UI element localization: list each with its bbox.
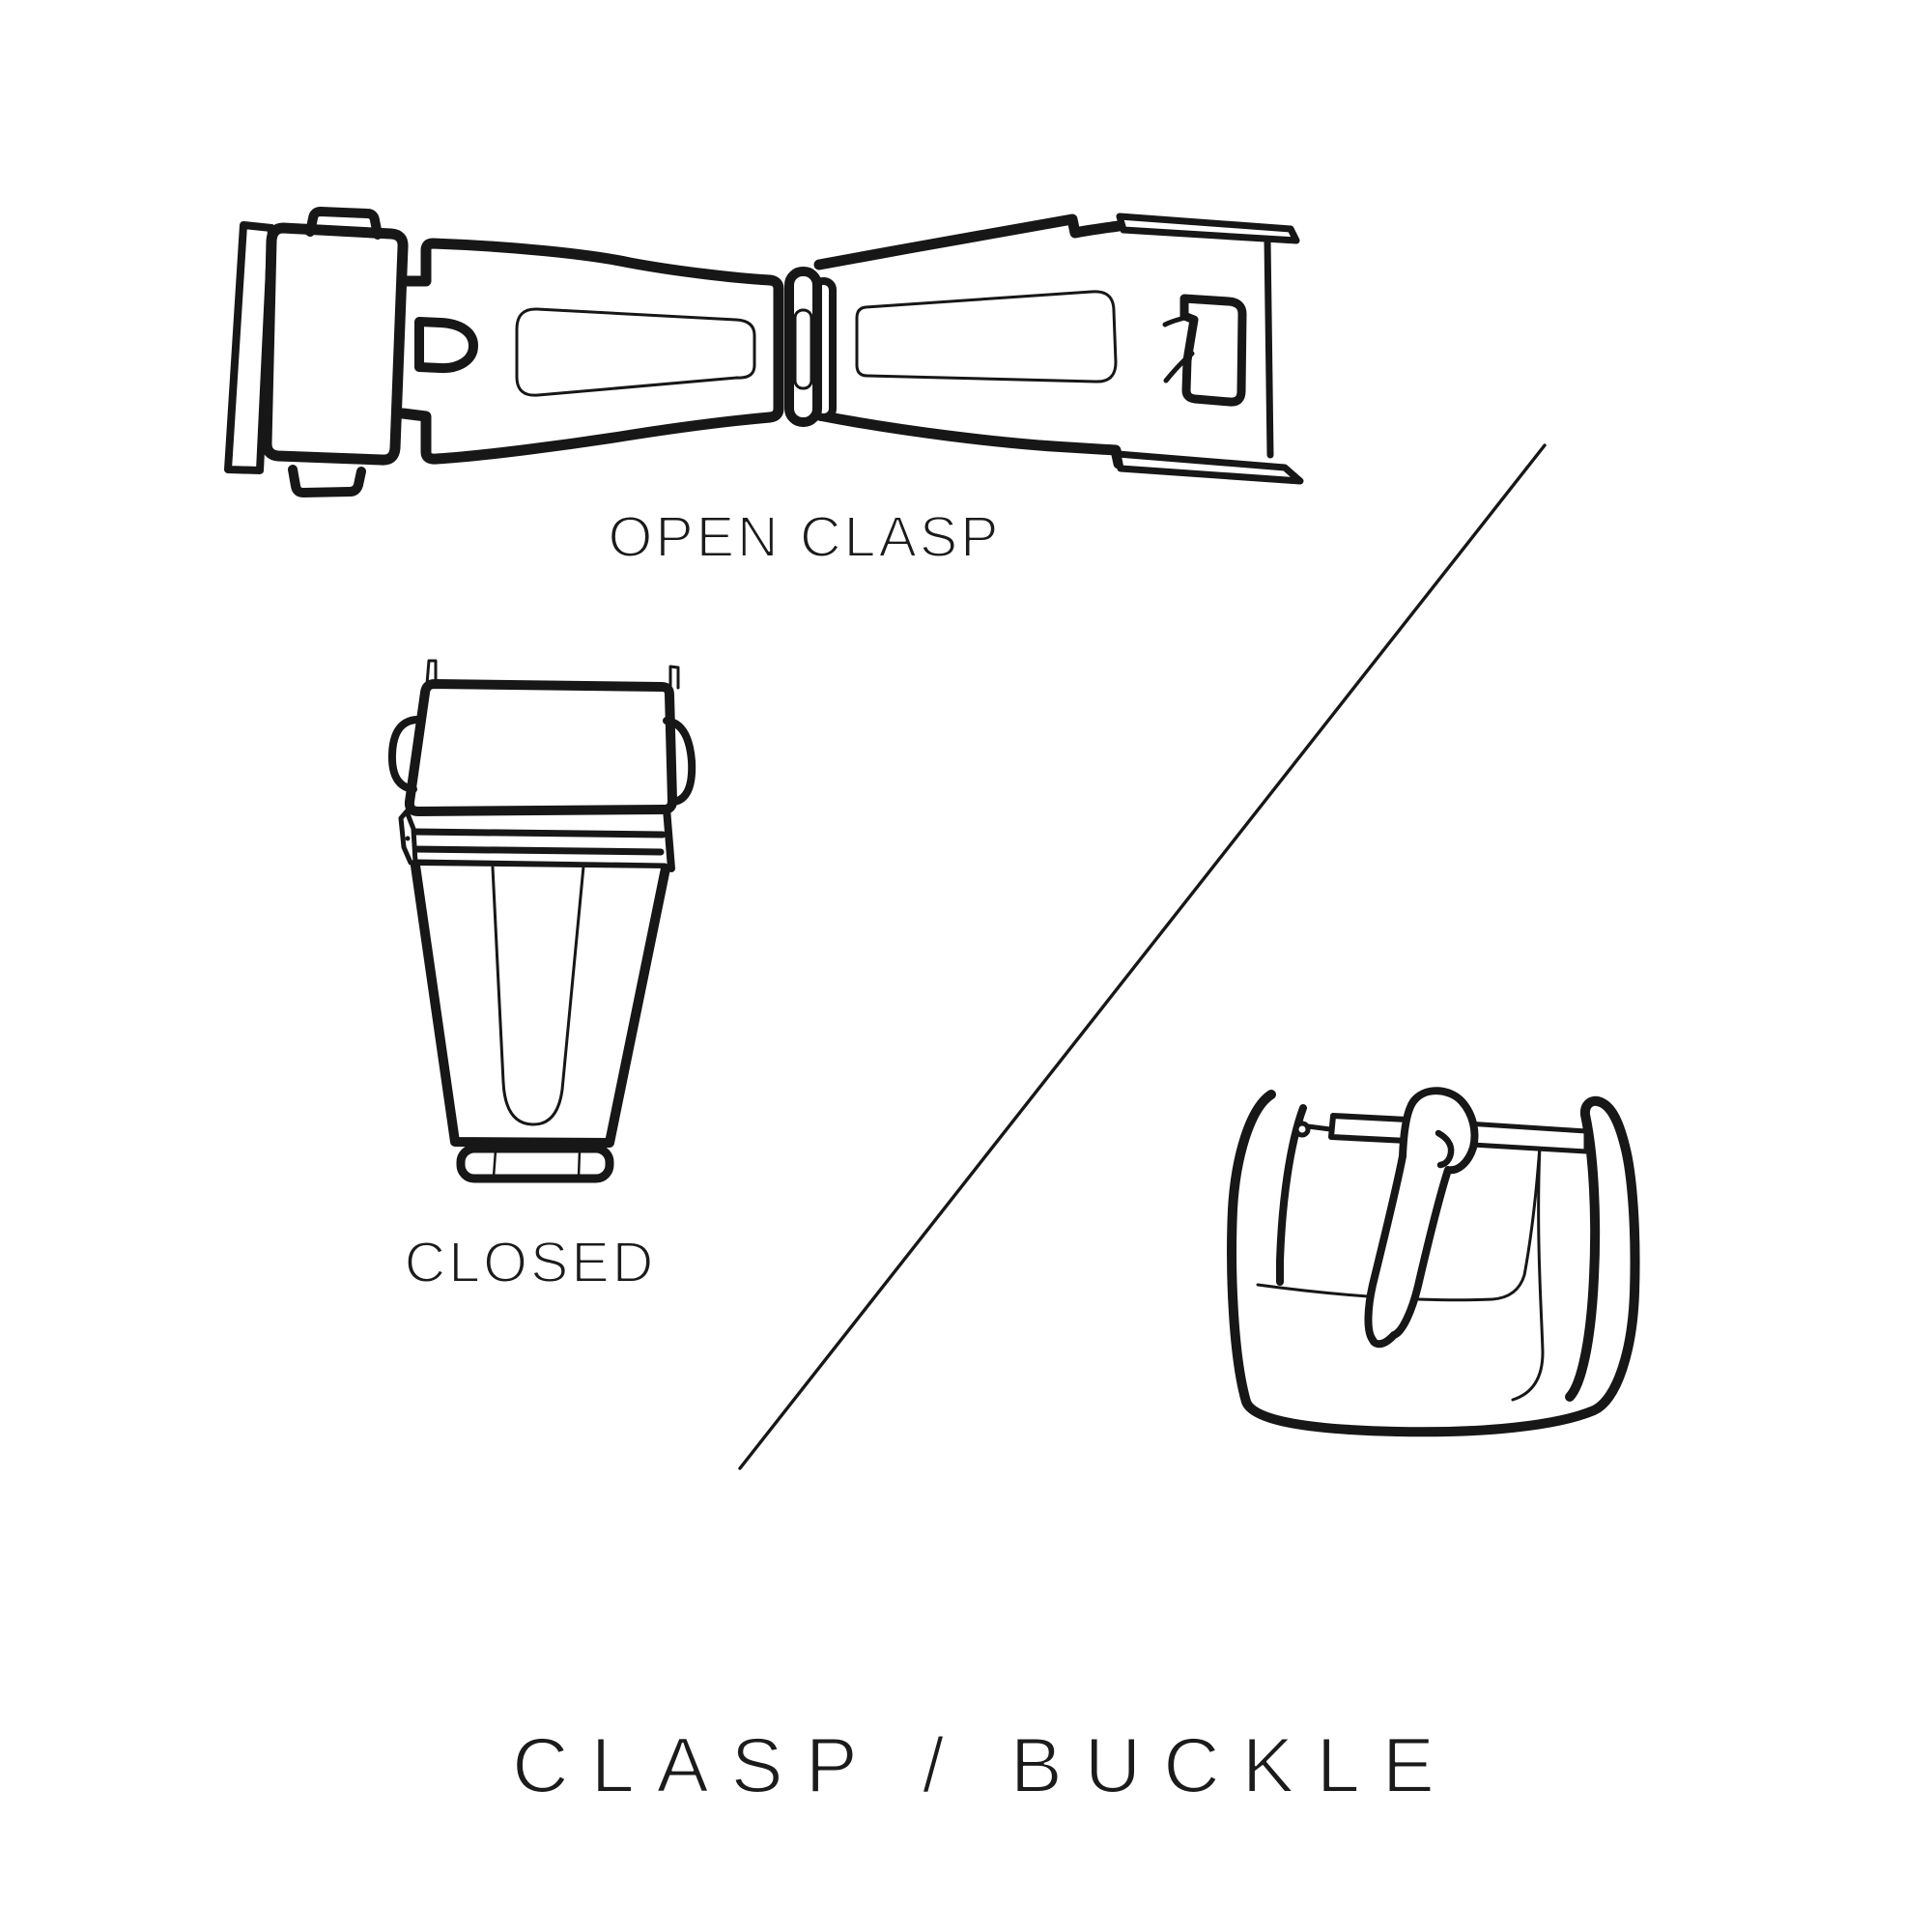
svg-text:CLASP / BUCKLE: CLASP / BUCKLE bbox=[512, 1722, 1457, 1809]
svg-text:CLOSED: CLOSED bbox=[405, 1231, 657, 1294]
svg-text:OPEN CLASP: OPEN CLASP bbox=[608, 505, 1001, 569]
